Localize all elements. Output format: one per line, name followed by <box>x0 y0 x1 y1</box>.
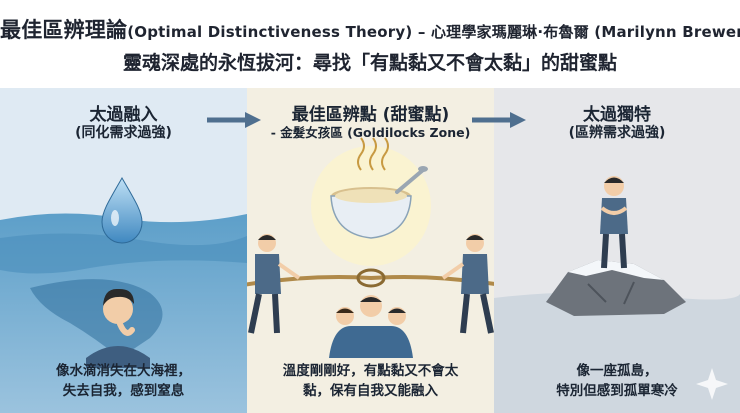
page-subtitle: 靈魂深處的永恆拔河：尋找「有點黏又不會太黏」的甜蜜點 <box>122 52 617 74</box>
porridge-bowl-icon <box>330 166 428 239</box>
arrow-right-icon-2 <box>472 112 526 128</box>
steam-icon <box>357 137 365 171</box>
group-hug <box>329 295 413 358</box>
puller-left <box>248 234 301 334</box>
right-caption-line1: 像一座孤島， <box>576 363 658 379</box>
middle-heading: 最佳區辨點 (甜蜜點) <box>291 105 450 125</box>
left-caption-line1: 像水滴消失在大海裡， <box>56 363 191 379</box>
panel-too-distinct: 太過獨特 (區辨需求過強) 像一座孤島， 特別但感到孤單寒冷 <box>494 88 740 413</box>
puller-right <box>441 234 494 334</box>
water-drop-icon <box>101 177 143 244</box>
wave <box>0 233 247 274</box>
lonely-person <box>600 176 628 269</box>
left-subheading: (同化需求過強) <box>75 125 172 141</box>
ocean-scene <box>0 177 247 413</box>
title-chinese: 最佳區辨理論 <box>0 18 128 42</box>
middle-caption-line2: 黏，保有自我又能融入 <box>303 383 438 399</box>
sinking-person <box>86 288 150 368</box>
right-heading: 太過獨特 <box>583 105 651 125</box>
island-scene <box>494 176 740 413</box>
right-caption-line2: 特別但感到孤單寒冷 <box>556 383 678 399</box>
arrow-right-icon <box>207 112 261 128</box>
header: 最佳區辨理論(Optimal Distinctiveness Theory) –… <box>0 0 740 88</box>
middle-subheading: - 金髮女孩區 (Goldilocks Zone) <box>270 125 471 140</box>
page-title: 最佳區辨理論(Optimal Distinctiveness Theory) –… <box>0 14 740 44</box>
icy-water <box>494 292 740 413</box>
left-caption-line2: 失去自我，感到窒息 <box>62 383 185 399</box>
right-subheading: (區辨需求過強) <box>568 125 666 141</box>
tug-of-war-scene <box>247 137 494 358</box>
left-heading: 太過融入 <box>89 105 158 125</box>
rope-knot <box>356 268 386 288</box>
title-name: (Marilynn Brewer) <box>588 23 740 41</box>
middle-caption-line1: 溫度剛剛好，有點黏又不會太 <box>282 363 459 379</box>
title-separator: – <box>412 23 431 41</box>
sparkle-icon <box>696 368 728 400</box>
title-english: (Optimal Distinctiveness Theory) <box>127 23 413 41</box>
title-psychologist: 心理學家瑪麗琳·布魯爾 <box>430 23 589 41</box>
panel-too-assimilated: 太過融入 (同化需求過強) 像水滴消失在大海裡， 失去自我，感到窒息 <box>0 88 247 413</box>
panel-optimal-point: 最佳區辨點 (甜蜜點) - 金髮女孩區 (Goldilocks Zone) 溫度… <box>247 88 494 413</box>
